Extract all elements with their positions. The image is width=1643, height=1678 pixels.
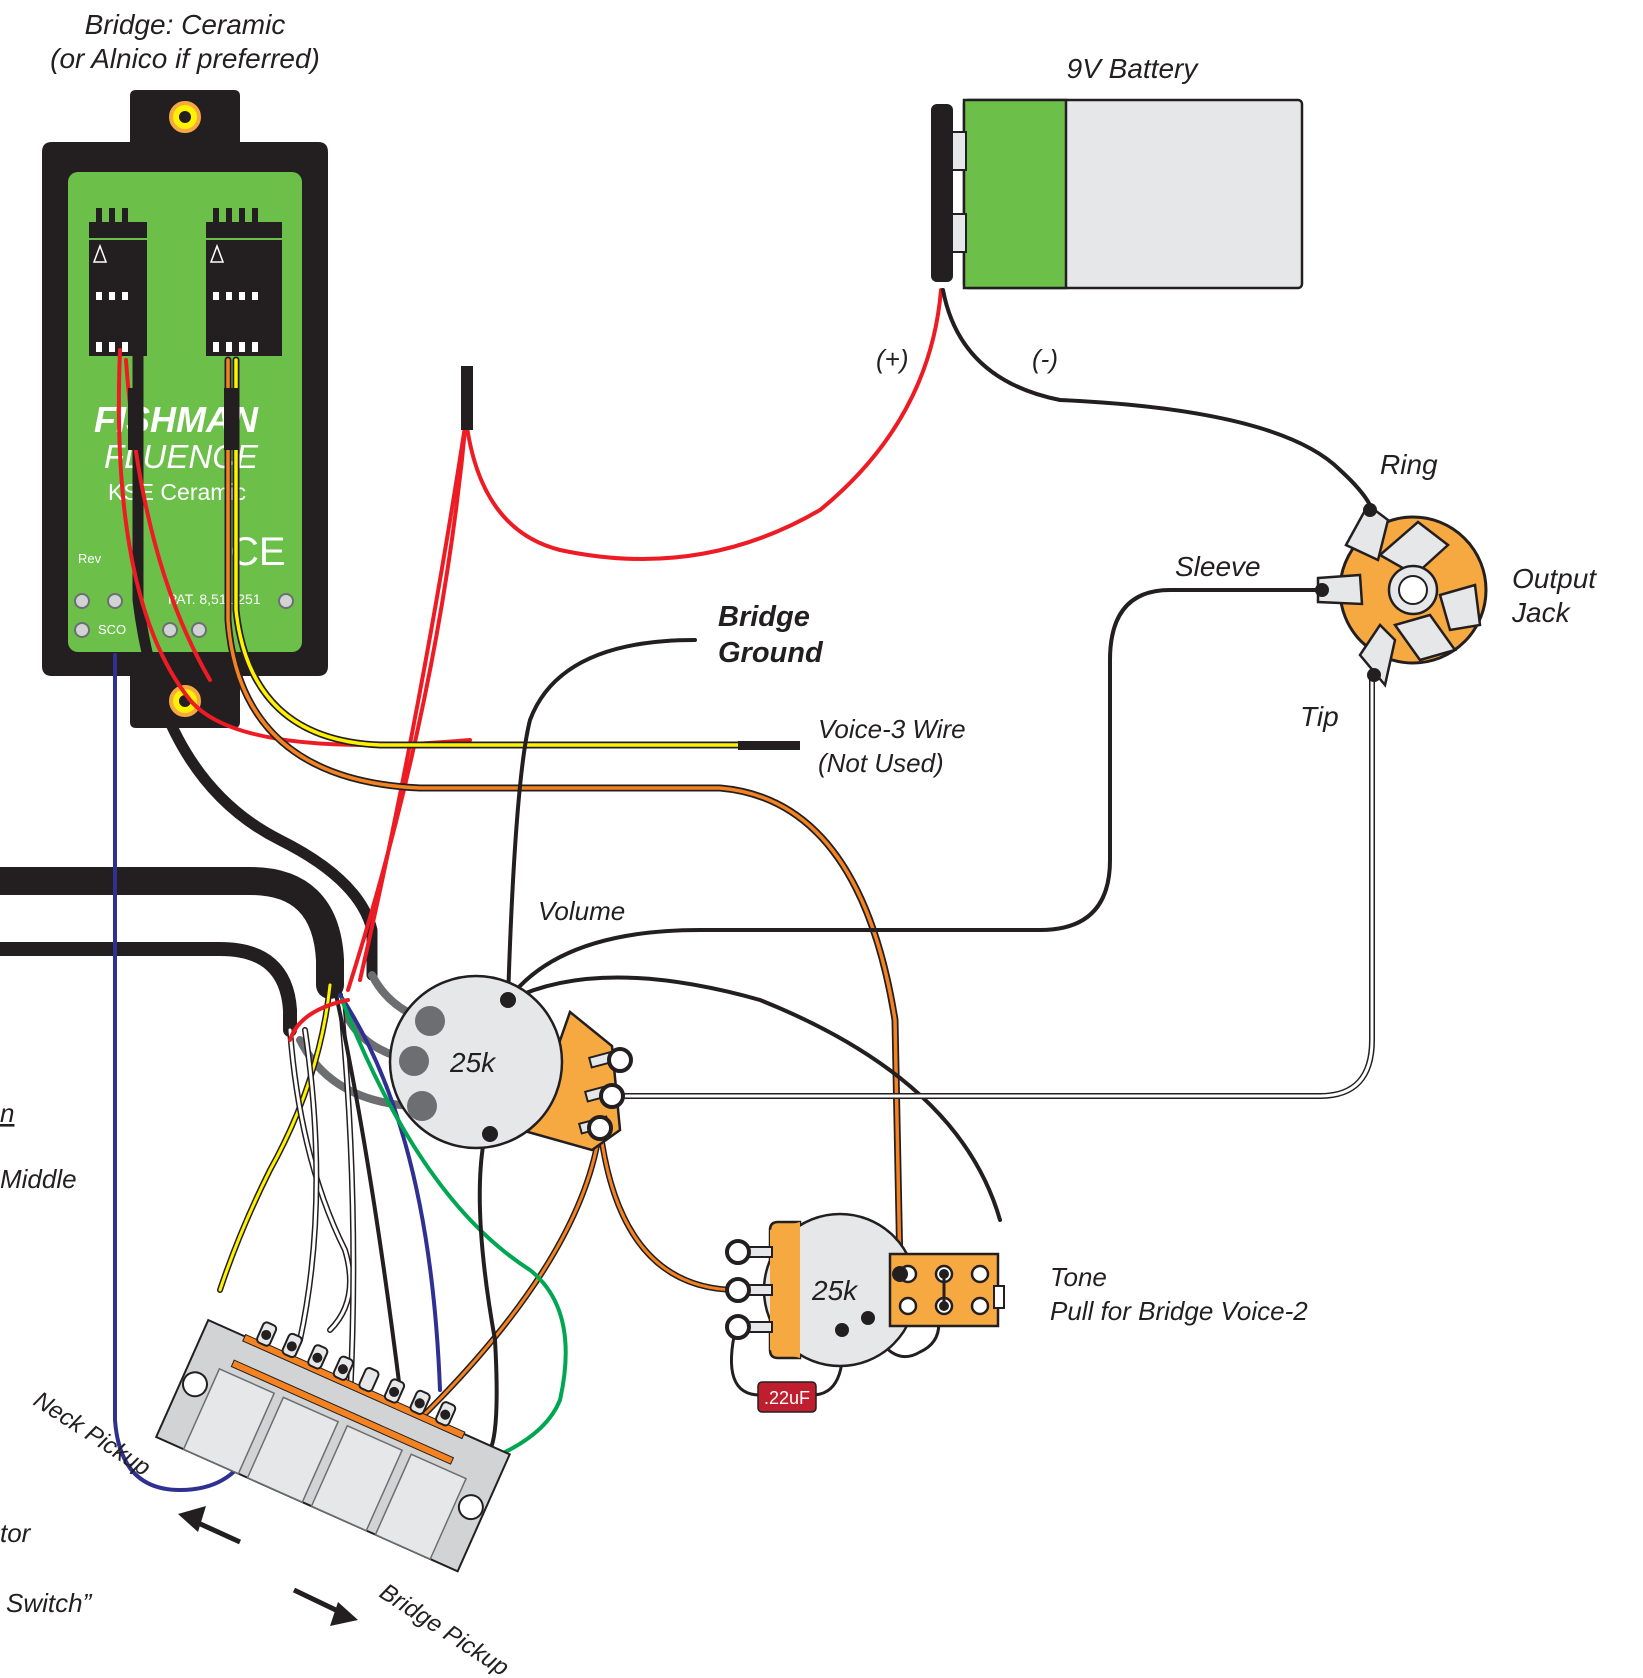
pad xyxy=(74,622,90,638)
connector-left xyxy=(89,208,147,356)
bridge-ground-line1: Bridge xyxy=(718,601,810,633)
neck-pickup-label: Neck Pickup xyxy=(29,1386,156,1481)
wire-yellow xyxy=(218,983,332,1292)
harness-cables xyxy=(0,867,344,1037)
tone-pot-value: 25k xyxy=(811,1275,859,1306)
sleeve-label: Sleeve xyxy=(1175,551,1261,582)
pickup-title-line2: (or Alnico if preferred) xyxy=(50,43,320,74)
red-junction-shrink xyxy=(461,366,473,430)
pad xyxy=(278,593,294,609)
battery-label: 9V Battery xyxy=(1067,53,1200,84)
wire-battery-negative xyxy=(941,288,1372,507)
volume-pot-value: 25k xyxy=(449,1047,497,1078)
voice3-line2: (Not Used) xyxy=(818,748,944,778)
wire-white-1 xyxy=(288,1028,352,1332)
direction-arrows xyxy=(178,1506,358,1626)
pickup-title-line1: Bridge: Ceramic xyxy=(85,9,286,40)
wire-tip xyxy=(610,678,1374,1098)
rev-text: Rev xyxy=(78,551,102,566)
sco-text: SCO xyxy=(98,622,126,637)
capacitor xyxy=(757,1381,817,1413)
tone-lugs xyxy=(725,1239,773,1340)
battery-plus-label: (+) xyxy=(876,344,909,374)
battery-label xyxy=(962,98,1068,290)
battery-minus-label: (-) xyxy=(1032,344,1058,374)
connector-right xyxy=(206,208,282,356)
wire-pickup-ground xyxy=(132,334,378,981)
wire-voice2-orange xyxy=(226,358,902,1272)
output-label-line2: Jack xyxy=(1511,597,1572,628)
wire-blue-switch xyxy=(338,993,442,1392)
volume-pot: 25k xyxy=(388,974,633,1152)
output-jack xyxy=(1315,503,1488,688)
left-partial-tor: tor xyxy=(0,1518,32,1548)
left-partial-middle: Middle xyxy=(0,1164,77,1194)
capacitor-value: .22uF xyxy=(764,1388,810,1408)
volume-label: Volume xyxy=(538,896,625,926)
voice3-line1: Voice-3 Wire xyxy=(818,714,966,744)
wire-orange-tone xyxy=(598,1126,740,1292)
type-text: KSE Ceramic xyxy=(108,479,246,505)
selector-switch xyxy=(154,1318,512,1573)
wire-green xyxy=(340,998,568,1477)
bridge-ground-line2: Ground xyxy=(718,637,824,669)
pad xyxy=(107,593,123,609)
arrow-left-icon xyxy=(178,1506,206,1532)
wire-battery-positive xyxy=(464,288,943,561)
ring-lug xyxy=(1344,503,1390,562)
voice3-shrink xyxy=(738,741,800,750)
tone-label-line1: Tone xyxy=(1050,1262,1107,1292)
ring-label: Ring xyxy=(1380,449,1438,480)
tone-label-line2: Pull for Bridge Voice-2 xyxy=(1050,1296,1308,1326)
tip-label: Tip xyxy=(1300,701,1339,732)
bridge-pickup-label: Bridge Pickup xyxy=(375,1578,514,1678)
wire-voice3-yellow xyxy=(234,358,742,747)
left-partial-n: n xyxy=(0,1098,14,1128)
wire-bridge-ground xyxy=(506,638,697,1002)
wire-black-switch xyxy=(333,988,402,1392)
pad xyxy=(191,622,207,638)
battery-9v xyxy=(931,98,1304,290)
wire-sleeve xyxy=(506,588,1322,1002)
tone-pot: 25k .22uF xyxy=(725,1212,1005,1413)
volume-lugs xyxy=(577,1047,633,1141)
battery-snap xyxy=(931,104,953,282)
wire-white-2 xyxy=(298,1028,318,1342)
pad xyxy=(74,593,90,609)
arrow-right-icon xyxy=(330,1602,358,1626)
pad xyxy=(162,622,178,638)
output-label-line1: Output xyxy=(1512,563,1597,594)
wire-white-3 xyxy=(338,993,355,1402)
patent-text: PAT. 8,511,251 xyxy=(168,591,261,607)
left-partial-switch: Switch” xyxy=(6,1588,93,1618)
